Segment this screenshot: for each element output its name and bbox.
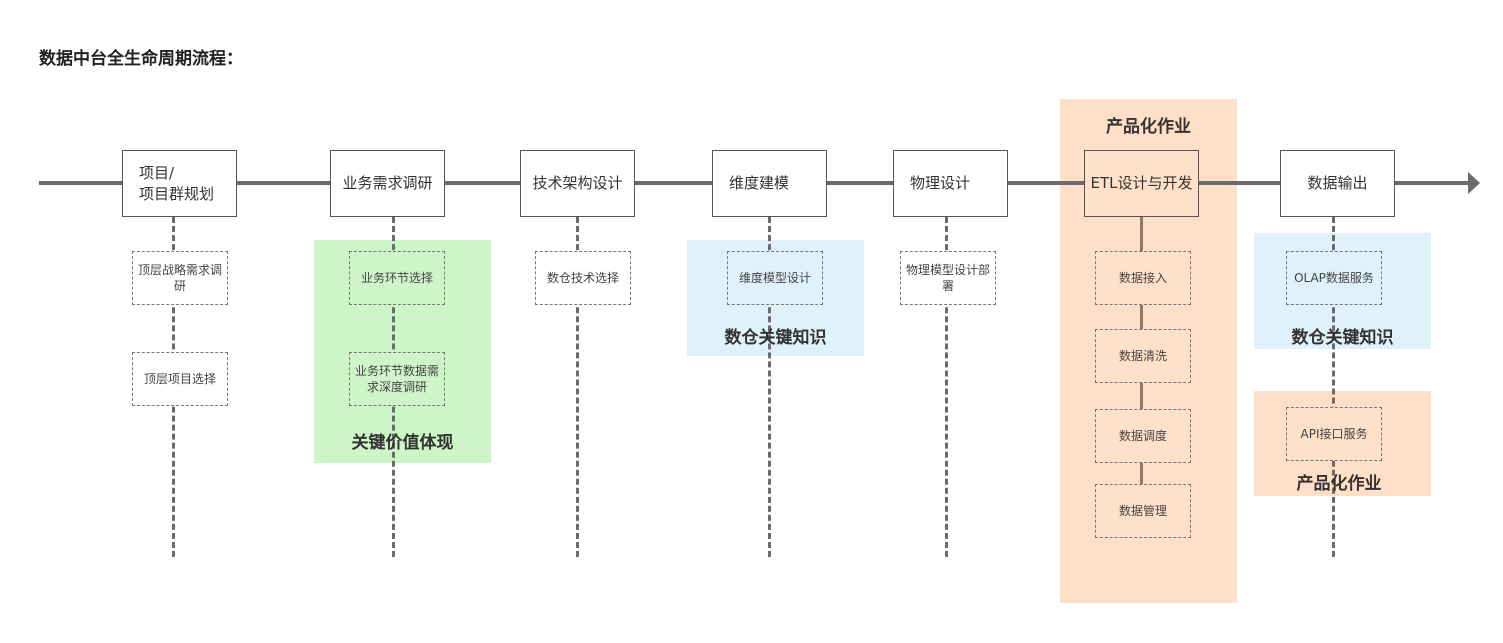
stage-connector xyxy=(576,217,579,557)
panel-label: 产品化作业 xyxy=(1106,117,1191,137)
sub-box[interactable]: 顶层项目选择 xyxy=(132,352,228,406)
stage-box-etl[interactable]: ETL设计与开发 xyxy=(1084,150,1199,217)
timeline-arrow-icon xyxy=(1468,172,1480,194)
sub-box[interactable]: 维度模型设计 xyxy=(727,251,823,305)
stage-connector xyxy=(1332,217,1335,557)
stage-box-architecture[interactable]: 技术架构设计 xyxy=(520,150,635,217)
page-title: 数据中台全生命周期流程： xyxy=(39,49,243,69)
sub-box[interactable]: API接口服务 xyxy=(1286,407,1382,461)
stage-connector xyxy=(768,217,771,557)
stage-box-modeling[interactable]: 维度建模 xyxy=(712,150,827,217)
sub-box[interactable]: 物理模型设计部署 xyxy=(900,251,996,305)
stage-box-requirements[interactable]: 业务需求调研 xyxy=(330,150,445,217)
sub-box[interactable]: 数据调度 xyxy=(1095,409,1191,463)
stage-box-physical[interactable]: 物理设计 xyxy=(893,150,1008,217)
panel-label: 数仓关键知识 xyxy=(1291,328,1394,348)
sub-box[interactable]: 业务环节数据需求深度调研 xyxy=(349,352,445,406)
sub-box[interactable]: 数据清洗 xyxy=(1095,329,1191,383)
sub-box[interactable]: 数据管理 xyxy=(1095,484,1191,538)
stage-box-planning[interactable]: 项目/ 项目群规划 xyxy=(122,150,237,217)
sub-box[interactable]: 业务环节选择 xyxy=(349,251,445,305)
sub-box[interactable]: OLAP数据服务 xyxy=(1286,251,1382,305)
stage-connector xyxy=(945,217,948,557)
sub-box[interactable]: 数据接入 xyxy=(1095,251,1191,305)
panel-label: 数仓关键知识 xyxy=(724,328,827,348)
sub-box[interactable]: 数仓技术选择 xyxy=(535,251,631,305)
panel-label: 关键价值体现 xyxy=(351,433,454,453)
stage-box-output[interactable]: 数据输出 xyxy=(1280,150,1395,217)
sub-box[interactable]: 顶层战略需求调研 xyxy=(132,251,228,305)
panel-label: 产品化作业 xyxy=(1296,474,1382,494)
